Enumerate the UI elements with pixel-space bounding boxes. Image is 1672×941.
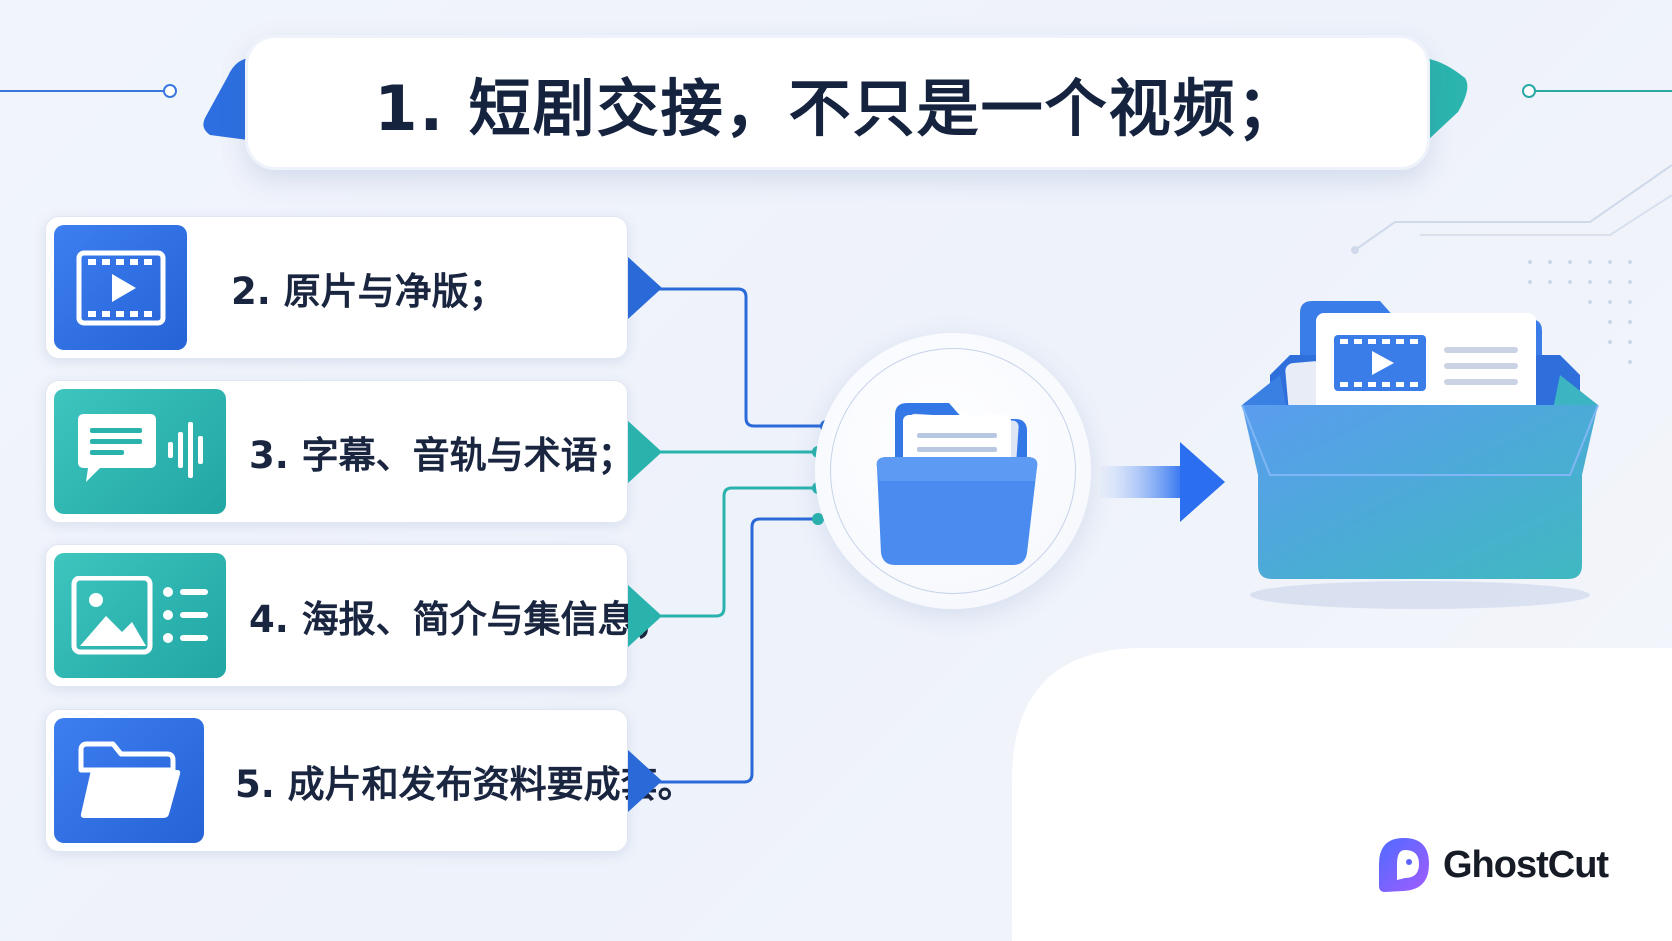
- flow-arrow-icon: [1100, 442, 1225, 522]
- pointer-arrow-icon: [628, 257, 662, 319]
- brand-logo: GhostCut: [1375, 836, 1609, 894]
- item-label: 5. 成片和发布资料要成套。: [235, 762, 695, 806]
- file-folder-icon: [876, 403, 1038, 565]
- pointer-arrow-icon: [628, 750, 662, 812]
- pointer-arrow-icon: [628, 585, 662, 647]
- brand-name: GhostCut: [1443, 843, 1609, 886]
- center-hub-ring: [830, 348, 1076, 594]
- ghost-logo-icon: [1379, 838, 1429, 892]
- title-banner: 1. 短剧交接，不只是一个视频；: [245, 35, 1430, 170]
- pointer-arrow-icon: [628, 421, 662, 483]
- item-card-final-release: 5. 成片和发布资料要成套。: [45, 709, 695, 852]
- connector-lines: [650, 287, 822, 784]
- item-label: 3. 字幕、音轨与术语；: [249, 433, 635, 477]
- item-card-subtitles-audio: 3. 字幕、音轨与术语；: [45, 380, 662, 523]
- item-card-original-video: 2. 原片与净版；: [45, 216, 662, 359]
- subtitle-audio-icon: [54, 389, 226, 514]
- video-play-icon: [54, 225, 187, 350]
- item-card-poster-info: 4. 海报、简介与集信息；: [45, 544, 672, 687]
- delivery-box-icon: [1241, 301, 1599, 609]
- item-label: 2. 原片与净版；: [231, 269, 506, 313]
- item-label: 4. 海报、简介与集信息；: [249, 597, 672, 641]
- page-title: 1. 短剧交接，不只是一个视频；: [374, 71, 1301, 145]
- image-list-icon: [54, 553, 226, 678]
- folder-icon: [54, 718, 204, 843]
